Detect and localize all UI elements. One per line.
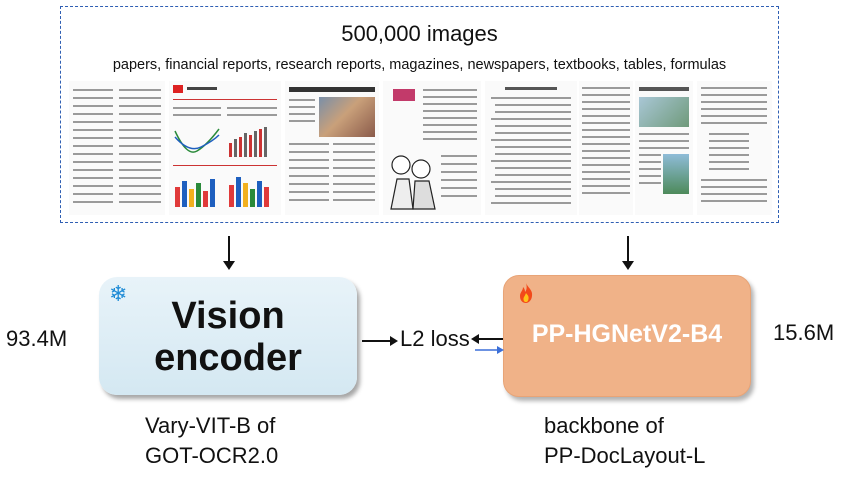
vision-encoder-caption: Vary-VIT-B of GOT-OCR2.0 (145, 411, 278, 471)
backbone-params: 15.6M (773, 320, 835, 345)
vision-encoder-params: 93.4M (6, 326, 68, 351)
backbone-caption: backbone of PP-DocLayout-L (544, 411, 705, 471)
snowflake-icon: ❄ (109, 281, 128, 306)
thumbnail-magazine-photos (635, 81, 693, 215)
dataset-panel: 500,000 images papers, financial reports… (60, 6, 779, 223)
l2-loss-label: L2 loss (400, 326, 470, 351)
vision-encoder-block: ❄ Vision encoder (99, 277, 357, 395)
dataset-subtitle: papers, financial reports, research repo… (112, 57, 727, 73)
thumbnail-financial-report (169, 81, 281, 215)
thumbnail-newspaper (285, 81, 379, 215)
vision-encoder-caption-line2: GOT-OCR2.0 (145, 443, 279, 468)
backbone-caption-line2: PP-DocLayout-L (544, 443, 706, 468)
thumbnail-magazine (383, 81, 481, 215)
vision-encoder-label: Vision encoder (99, 295, 357, 379)
vision-encoder-label-line1: Vision (171, 295, 285, 337)
loss-arrow-right (471, 334, 504, 354)
thumbnail-table (579, 81, 633, 215)
arrow-to-backbone (622, 236, 634, 270)
arrow-to-vision-encoder (223, 236, 235, 270)
vision-encoder-caption-line1: Vary-VIT-B of (145, 413, 276, 438)
dataset-title: 500,000 images (341, 21, 498, 46)
loss-arrow-left (362, 336, 398, 346)
backbone-block: PP-HGNetV2-B4 (503, 275, 751, 397)
fire-icon (520, 283, 533, 303)
thumbnail-research-paper (697, 81, 772, 215)
thumbnail-paper (69, 81, 165, 215)
vision-encoder-label-line2: encoder (154, 337, 302, 379)
backbone-caption-line1: backbone of (544, 413, 664, 438)
document-thumbnails (69, 81, 772, 215)
thumbnail-textbook (485, 81, 577, 215)
backbone-label: PP-HGNetV2-B4 (531, 320, 723, 348)
